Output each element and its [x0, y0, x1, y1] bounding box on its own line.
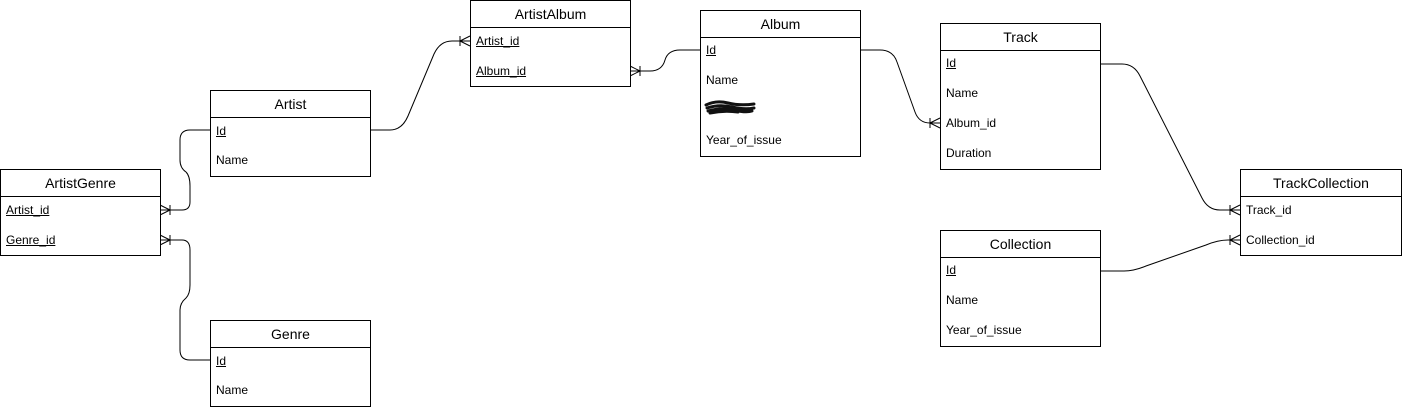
field-name: Name — [946, 86, 979, 100]
entity-title: Artist — [211, 91, 370, 118]
rel-artist-artistgenre — [160, 129, 210, 211]
crowfoot-trackcollection-collection — [1229, 234, 1241, 246]
field-id: Id — [216, 124, 227, 138]
field-id: Id — [706, 43, 717, 57]
field-id: Id — [946, 56, 957, 70]
entity-title: Genre — [211, 321, 370, 348]
crowfoot-artistalbum-artist — [459, 35, 471, 47]
entity-trackcollection[interactable]: TrackCollection Track_id Collection_id — [1240, 169, 1402, 256]
crowfoot-track-album — [929, 117, 941, 129]
entity-title: Album — [701, 11, 860, 38]
crowfoot-artistgenre-artist — [159, 204, 171, 216]
field-name: Name — [706, 73, 739, 87]
entity-album[interactable]: Album Id Name Year_of_issue — [700, 10, 861, 157]
redacted-scribble — [704, 100, 756, 115]
rel-album-track — [860, 49, 940, 124]
field-track-id: Track_id — [1246, 203, 1292, 217]
entity-track[interactable]: Track Id Name Album_id Duration — [940, 23, 1101, 170]
entity-title: TrackCollection — [1241, 170, 1401, 197]
rel-genre-artistgenre — [160, 239, 210, 361]
crowfoot-trackcollection-track — [1229, 204, 1241, 216]
field-id: Id — [946, 263, 957, 277]
field-year-of-issue: Year_of_issue — [706, 133, 782, 147]
crowfoot-artistgenre-genre — [159, 234, 171, 246]
entity-artistgenre[interactable]: ArtistGenre Artist_id Genre_id — [0, 169, 161, 256]
field-name: Name — [216, 383, 249, 397]
entity-genre[interactable]: Genre Id Name — [210, 320, 371, 407]
entity-artist[interactable]: Artist Id Name — [210, 90, 371, 177]
field-artist-id: Artist_id — [476, 34, 520, 48]
field-year-of-issue: Year_of_issue — [946, 323, 1022, 337]
rel-artist-artistalbum — [370, 40, 470, 131]
entity-title: ArtistGenre — [1, 170, 160, 197]
field-album-id: Album_id — [476, 64, 527, 78]
field-album-id: Album_id — [946, 116, 997, 130]
field-name: Name — [946, 293, 979, 307]
field-genre-id: Genre_id — [6, 233, 56, 247]
crowfoot-artistalbum-album — [629, 65, 641, 77]
field-duration: Duration — [946, 146, 992, 160]
entity-title: ArtistAlbum — [471, 1, 630, 28]
field-artist-id: Artist_id — [6, 203, 50, 217]
rel-collection-trackcollection — [1100, 239, 1240, 272]
entity-title: Track — [941, 24, 1100, 51]
rel-track-trackcollection — [1100, 63, 1240, 211]
field-name: Name — [216, 153, 249, 167]
field-collection-id: Collection_id — [1246, 233, 1315, 247]
field-id: Id — [216, 354, 227, 368]
entity-title: Collection — [941, 231, 1100, 258]
entity-artistalbum[interactable]: ArtistAlbum Artist_id Album_id — [470, 0, 631, 87]
rel-album-artistalbum — [630, 49, 700, 72]
entity-collection[interactable]: Collection Id Name Year_of_issue — [940, 230, 1101, 347]
